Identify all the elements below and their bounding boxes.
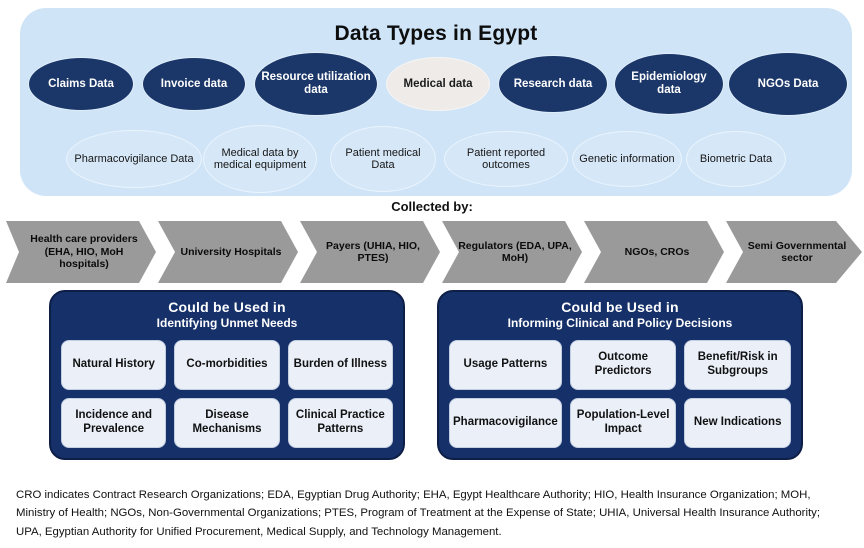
use-chip-benefit-risk-in-subgroups[interactable]: Benefit/Risk in Subgroups	[684, 340, 791, 390]
collector-label: Health care providers (EHA, HIO, MoH hos…	[30, 233, 138, 271]
use-panel-title-line1: Could be Used in	[168, 299, 286, 315]
collector-chevron-regulators[interactable]: Regulators (EDA, UPA, MoH)	[442, 221, 582, 283]
use-chip-natural-history[interactable]: Natural History	[61, 340, 167, 390]
use-panel-title: Could be Used in Informing Clinical and …	[439, 299, 801, 330]
use-chip-outcome-predictors[interactable]: Outcome Predictors	[569, 340, 677, 390]
figure-caption: CRO indicates Contract Research Organiza…	[16, 489, 821, 538]
data-type-label: Medical data by medical equipment	[213, 146, 307, 171]
data-type-label: Medical data	[403, 77, 473, 90]
collector-chevron-ngos-cros[interactable]: NGOs, CROs	[584, 221, 724, 283]
collector-label: NGOs, CROs	[624, 245, 690, 258]
collector-chevron-university-hospitals[interactable]: University Hospitals	[158, 221, 298, 283]
use-panel-chip-grid: Natural History Co-morbidities Burden of…	[61, 340, 393, 448]
data-type-ellipse-ngos-data[interactable]: NGOs Data	[728, 52, 848, 116]
data-type-label: Epidemiology data	[631, 71, 707, 96]
collected-by-label: Collected by:	[391, 199, 473, 214]
data-type-ellipse-pharmacovigilance-data[interactable]: Pharmacovigilance Data	[66, 130, 202, 188]
data-type-ellipse-resource-utilization-data[interactable]: Resource utilization data	[254, 52, 378, 116]
use-panel-title-line2: Identifying Unmet Needs	[156, 316, 298, 330]
data-type-label: Resource utilization data	[261, 71, 371, 96]
data-type-ellipse-invoice-data[interactable]: Invoice data	[142, 57, 246, 111]
use-chip-burden-of-illness[interactable]: Burden of Illness	[287, 340, 393, 390]
page-title: Data Types in Egypt	[334, 22, 538, 45]
data-type-label: Biometric Data	[699, 152, 773, 165]
use-panel-informing-clinical-and-policy-decisions: Could be Used in Informing Clinical and …	[437, 290, 803, 460]
data-type-ellipse-medical-data-by-medical-equipment[interactable]: Medical data by medical equipment	[203, 125, 317, 193]
data-type-label: Genetic information	[579, 152, 675, 165]
use-chip-population-level-impact[interactable]: Population-Level Impact	[569, 398, 677, 448]
use-panel-title: Could be Used in Identifying Unmet Needs	[51, 299, 403, 330]
collector-label: Payers (UHIA, HIO, PTES)	[326, 239, 420, 264]
data-type-ellipse-epidemiology-data[interactable]: Epidemiology data	[614, 53, 724, 115]
data-type-ellipse-research-data[interactable]: Research data	[498, 55, 608, 113]
collector-chevron-health-care-providers[interactable]: Health care providers (EHA, HIO, MoH hos…	[6, 221, 156, 283]
use-panel-title-line2: Informing Clinical and Policy Decisions	[507, 316, 733, 330]
data-type-label: Research data	[513, 77, 593, 90]
data-type-label: NGOs Data	[757, 77, 819, 90]
use-panel-title-line1: Could be Used in	[561, 299, 679, 315]
data-type-label: Invoice data	[160, 77, 228, 90]
data-type-ellipse-genetic-information[interactable]: Genetic information	[572, 131, 682, 187]
use-chip-co-morbidities[interactable]: Co-morbidities	[174, 340, 280, 390]
use-chip-pharmacovigilance[interactable]: Pharmacovigilance	[449, 398, 562, 448]
use-chip-disease-mechanisms[interactable]: Disease Mechanisms	[174, 398, 280, 448]
collector-label: Semi Governmental sector	[747, 239, 847, 264]
collector-chevron-semi-governmental-sector[interactable]: Semi Governmental sector	[726, 221, 862, 283]
data-type-label: Claims Data	[48, 77, 114, 90]
data-type-label: Patient reported outcomes	[466, 146, 546, 171]
data-type-ellipse-claims-data[interactable]: Claims Data	[28, 57, 134, 111]
data-type-ellipse-medical-data[interactable]: Medical data	[386, 57, 490, 111]
use-chip-new-indications[interactable]: New Indications	[684, 398, 791, 448]
use-panel-identifying-unmet-needs: Could be Used in Identifying Unmet Needs…	[49, 290, 405, 460]
collectors-chevron-band: Health care providers (EHA, HIO, MoH hos…	[0, 221, 864, 283]
use-chip-clinical-practice-patterns[interactable]: Clinical Practice Patterns	[287, 398, 393, 448]
use-panel-chip-grid: Usage Patterns Outcome Predictors Benefi…	[449, 340, 791, 448]
data-type-label: Pharmacovigilance Data	[74, 152, 194, 165]
use-chip-usage-patterns[interactable]: Usage Patterns	[449, 340, 562, 390]
data-type-ellipse-patient-reported-outcomes[interactable]: Patient reported outcomes	[444, 131, 568, 187]
collector-label: Regulators (EDA, UPA, MoH)	[458, 239, 572, 264]
data-type-ellipse-patient-medical-data[interactable]: Patient medical Data	[330, 126, 436, 192]
collector-label: University Hospitals	[180, 245, 282, 258]
data-type-label: Patient medical Data	[345, 146, 421, 171]
collector-chevron-payers[interactable]: Payers (UHIA, HIO, PTES)	[300, 221, 440, 283]
use-chip-incidence-and-prevalence[interactable]: Incidence and Prevalence	[61, 398, 167, 448]
data-type-ellipse-biometric-data[interactable]: Biometric Data	[686, 131, 786, 187]
